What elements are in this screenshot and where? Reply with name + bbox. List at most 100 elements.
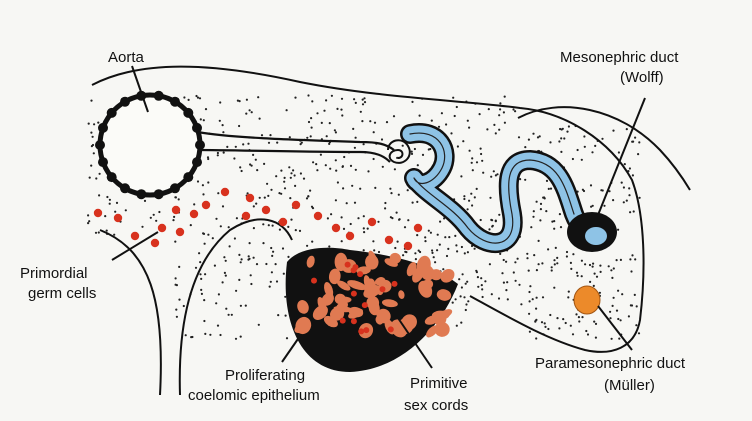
stipple-dot <box>555 247 557 249</box>
stipple-dot <box>507 298 509 300</box>
stipple-dot <box>350 223 352 225</box>
stipple-dot <box>638 141 640 143</box>
stipple-dot <box>556 317 558 319</box>
stipple-dot <box>626 128 628 130</box>
stipple-dot <box>621 182 623 184</box>
germ-cell <box>151 239 159 247</box>
stipple-dot <box>276 142 278 144</box>
stipple-dot <box>499 102 501 104</box>
stipple-dot <box>272 251 274 253</box>
stipple-dot <box>363 227 365 229</box>
stipple-dot <box>499 108 501 110</box>
stipple-dot <box>352 128 354 130</box>
stipple-dot <box>489 197 491 199</box>
stipple-dot <box>442 268 444 270</box>
stipple-dot <box>340 109 342 111</box>
stipple-dot <box>549 314 551 316</box>
stipple-dot <box>178 266 180 268</box>
stipple-dot <box>610 269 612 271</box>
stipple-dot <box>634 258 636 260</box>
stipple-dot <box>611 338 613 340</box>
stipple-dot <box>326 135 328 137</box>
stipple-dot <box>183 96 185 98</box>
stipple-dot <box>476 188 478 190</box>
stipple-dot <box>236 217 238 219</box>
stipple-dot <box>553 287 555 289</box>
stipple-dot <box>503 282 505 284</box>
germ-cell <box>114 214 122 222</box>
stipple-dot <box>342 187 344 189</box>
stipple-dot <box>417 164 419 166</box>
stipple-dot <box>576 272 578 274</box>
stipple-dot <box>204 273 206 275</box>
stipple-dot <box>87 214 89 216</box>
endothelial-cell <box>120 183 130 193</box>
stipple-dot <box>570 262 572 264</box>
stipple-dot <box>566 131 568 133</box>
endothelial-cell <box>107 108 117 118</box>
stipple-dot <box>342 166 344 168</box>
stipple-dot <box>197 97 199 99</box>
stipple-dot <box>396 212 398 214</box>
stipple-dot <box>238 279 240 281</box>
stipple-dot <box>536 201 538 203</box>
stipple-dot <box>434 261 436 263</box>
stipple-dot <box>341 114 343 116</box>
stipple-dot <box>153 214 155 216</box>
stipple-dot <box>373 131 375 133</box>
stipple-dot <box>183 305 185 307</box>
stipple-dot <box>306 137 308 139</box>
stipple-dot <box>419 251 421 253</box>
germ-cell <box>172 206 180 214</box>
germ-cell <box>368 218 376 226</box>
stipple-dot <box>204 333 206 335</box>
stipple-dot <box>309 190 311 192</box>
stipple-dot <box>271 255 273 257</box>
stipple-dot <box>197 180 199 182</box>
stipple-dot <box>195 267 197 269</box>
label-aorta: Aorta <box>108 49 145 66</box>
germ-cell-in-cord <box>380 286 386 292</box>
stipple-dot <box>329 168 331 170</box>
stipple-dot <box>350 165 352 167</box>
stipple-dot <box>336 108 338 110</box>
stipple-dot <box>253 257 255 259</box>
stipple-dot <box>529 285 531 287</box>
stipple-dot <box>472 169 474 171</box>
stipple-dot <box>437 234 439 236</box>
stipple-dot <box>506 281 508 283</box>
stipple-dot <box>526 253 528 255</box>
stipple-dot <box>412 202 414 204</box>
germ-cell-in-cord <box>351 318 357 324</box>
stipple-dot <box>461 246 463 248</box>
stipple-dot <box>307 94 309 96</box>
stipple-dot <box>595 323 597 325</box>
endothelial-cell <box>154 91 164 101</box>
stipple-dot <box>320 154 322 156</box>
stipple-dot <box>556 257 558 259</box>
stipple-dot <box>219 334 221 336</box>
stipple-dot <box>203 299 205 301</box>
stipple-dot <box>526 257 528 259</box>
stipple-dot <box>284 296 286 298</box>
stipple-dot <box>359 188 361 190</box>
stipple-dot <box>330 213 332 215</box>
stipple-dot <box>234 237 236 239</box>
stipple-dot <box>528 270 530 272</box>
stipple-dot <box>299 230 301 232</box>
stipple-dot <box>277 314 279 316</box>
stipple-dot <box>419 115 421 117</box>
stipple-dot <box>593 285 595 287</box>
stipple-dot <box>310 117 312 119</box>
stipple-dot <box>321 122 323 124</box>
stipple-dot <box>438 126 440 128</box>
stipple-dot <box>532 298 534 300</box>
stipple-dot <box>97 122 99 124</box>
stipple-dot <box>106 230 108 232</box>
stipple-dot <box>404 226 406 228</box>
stipple-dot <box>471 157 473 159</box>
stipple-dot <box>116 202 118 204</box>
stipple-dot <box>455 298 457 300</box>
stipple-dot <box>384 202 386 204</box>
stipple-dot <box>283 273 285 275</box>
